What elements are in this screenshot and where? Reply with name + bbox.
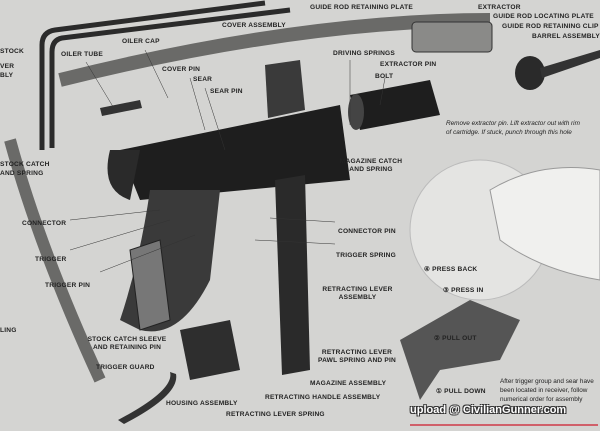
label-sling: LING xyxy=(0,327,17,334)
barrel xyxy=(515,50,600,90)
label-trigger-guard: TRIGGER GUARD xyxy=(96,364,155,371)
label-housing-assembly: HOUSING ASSEMBLY xyxy=(166,400,238,407)
trigger-guard xyxy=(118,372,177,424)
label-oiler-cap: OILER CAP xyxy=(122,38,160,45)
label-bolt: BOLT xyxy=(375,73,394,80)
label-magazine-assembly: MAGAZINE ASSEMBLY xyxy=(310,380,387,387)
wire-stock xyxy=(39,0,291,150)
step-pull-down: ① PULL DOWN xyxy=(436,388,486,395)
cover xyxy=(265,60,305,118)
note-assembly-line-3: numerical order for assembly xyxy=(500,396,583,403)
label-connector: CONNECTOR xyxy=(22,220,67,227)
label-retracting-lever-2: ASSEMBLY xyxy=(338,294,377,301)
label-cover-assembly: COVER ASSEMBLY xyxy=(222,22,286,29)
label-sear: SEAR xyxy=(193,76,213,83)
note-assembly-line-2: been located in receiver, follow xyxy=(500,387,588,394)
oiler-tube xyxy=(100,100,142,116)
label-retracting-lever-1: RETRACTING LEVER xyxy=(322,286,393,293)
label-connector-pin: CONNECTOR PIN xyxy=(338,228,396,235)
label-stock-catch-2: AND SPRING xyxy=(0,170,44,177)
label-trigger-spring: TRIGGER SPRING xyxy=(336,252,396,259)
label-pawl-1: RETRACTING LEVER xyxy=(321,349,393,356)
receiver xyxy=(107,105,350,332)
bolt xyxy=(348,80,440,130)
housing xyxy=(180,320,240,380)
sling-plate xyxy=(411,21,493,53)
label-magazine-catch-1: MAGAZINE CATCH xyxy=(339,158,403,165)
label-driving-springs: DRIVING SPRINGS xyxy=(333,50,395,57)
leader-lines xyxy=(69,49,386,273)
label-pawl-2: PAWL SPRING AND PIN xyxy=(317,357,397,364)
note-assembly-line-1: After trigger group and sear have xyxy=(500,378,594,385)
sling xyxy=(4,13,491,383)
trigger-group-detail xyxy=(400,300,520,400)
note-extractor-line-1: Remove extractor pin. Lift extractor out… xyxy=(446,120,580,127)
label-stock: STOCK xyxy=(0,48,24,55)
step-press-back: ④ PRESS BACK xyxy=(424,266,478,273)
label-retracting-handle-assembly: RETRACTING HANDLE ASSEMBLY xyxy=(265,394,381,401)
note-extractor-line-2: of cartridge. If stuck, punch through th… xyxy=(446,129,572,136)
label-extractor: EXTRACTOR xyxy=(478,4,521,11)
step-pull-out: ② PULL OUT xyxy=(434,335,477,342)
label-stock-catch-sleeve-1: STOCK CATCH SLEEVE xyxy=(87,336,167,343)
label-guide-rod-retaining-plate: GUIDE ROD RETAINING PLATE xyxy=(310,4,413,11)
magazine xyxy=(275,175,310,375)
watermark: upload @ CivilianGunner.com xyxy=(410,404,567,416)
watermark-underline xyxy=(410,424,598,426)
label-lever-assembly-1: VER xyxy=(0,63,15,70)
label-extractor-pin: EXTRACTOR PIN xyxy=(380,61,437,68)
label-lever-assembly-2: BLY xyxy=(0,72,14,79)
label-barrel-assembly: BARREL ASSEMBLY xyxy=(532,33,600,40)
label-sear-pin: SEAR PIN xyxy=(210,88,243,95)
label-retracting-lever-spring: RETRACTING LEVER SPRING xyxy=(226,411,325,418)
label-stock-catch-1: STOCK CATCH xyxy=(0,161,50,168)
label-trigger: TRIGGER xyxy=(35,256,67,263)
label-stock-catch-sleeve-2: AND RETAINING PIN xyxy=(92,344,162,351)
step-press-in: ③ PRESS IN xyxy=(443,287,484,294)
label-guide-rod-locating-plate: GUIDE ROD LOCATING PLATE xyxy=(493,13,594,20)
label-magazine-catch-2: AND SPRING xyxy=(349,166,393,173)
hand xyxy=(489,167,600,281)
label-guide-rod-retaining-clip: GUIDE ROD RETAINING CLIP xyxy=(502,23,599,30)
label-cover-pin: COVER PIN xyxy=(162,66,201,73)
label-trigger-pin: TRIGGER PIN xyxy=(45,282,91,289)
label-oiler-tube: OILER TUBE xyxy=(61,51,103,58)
